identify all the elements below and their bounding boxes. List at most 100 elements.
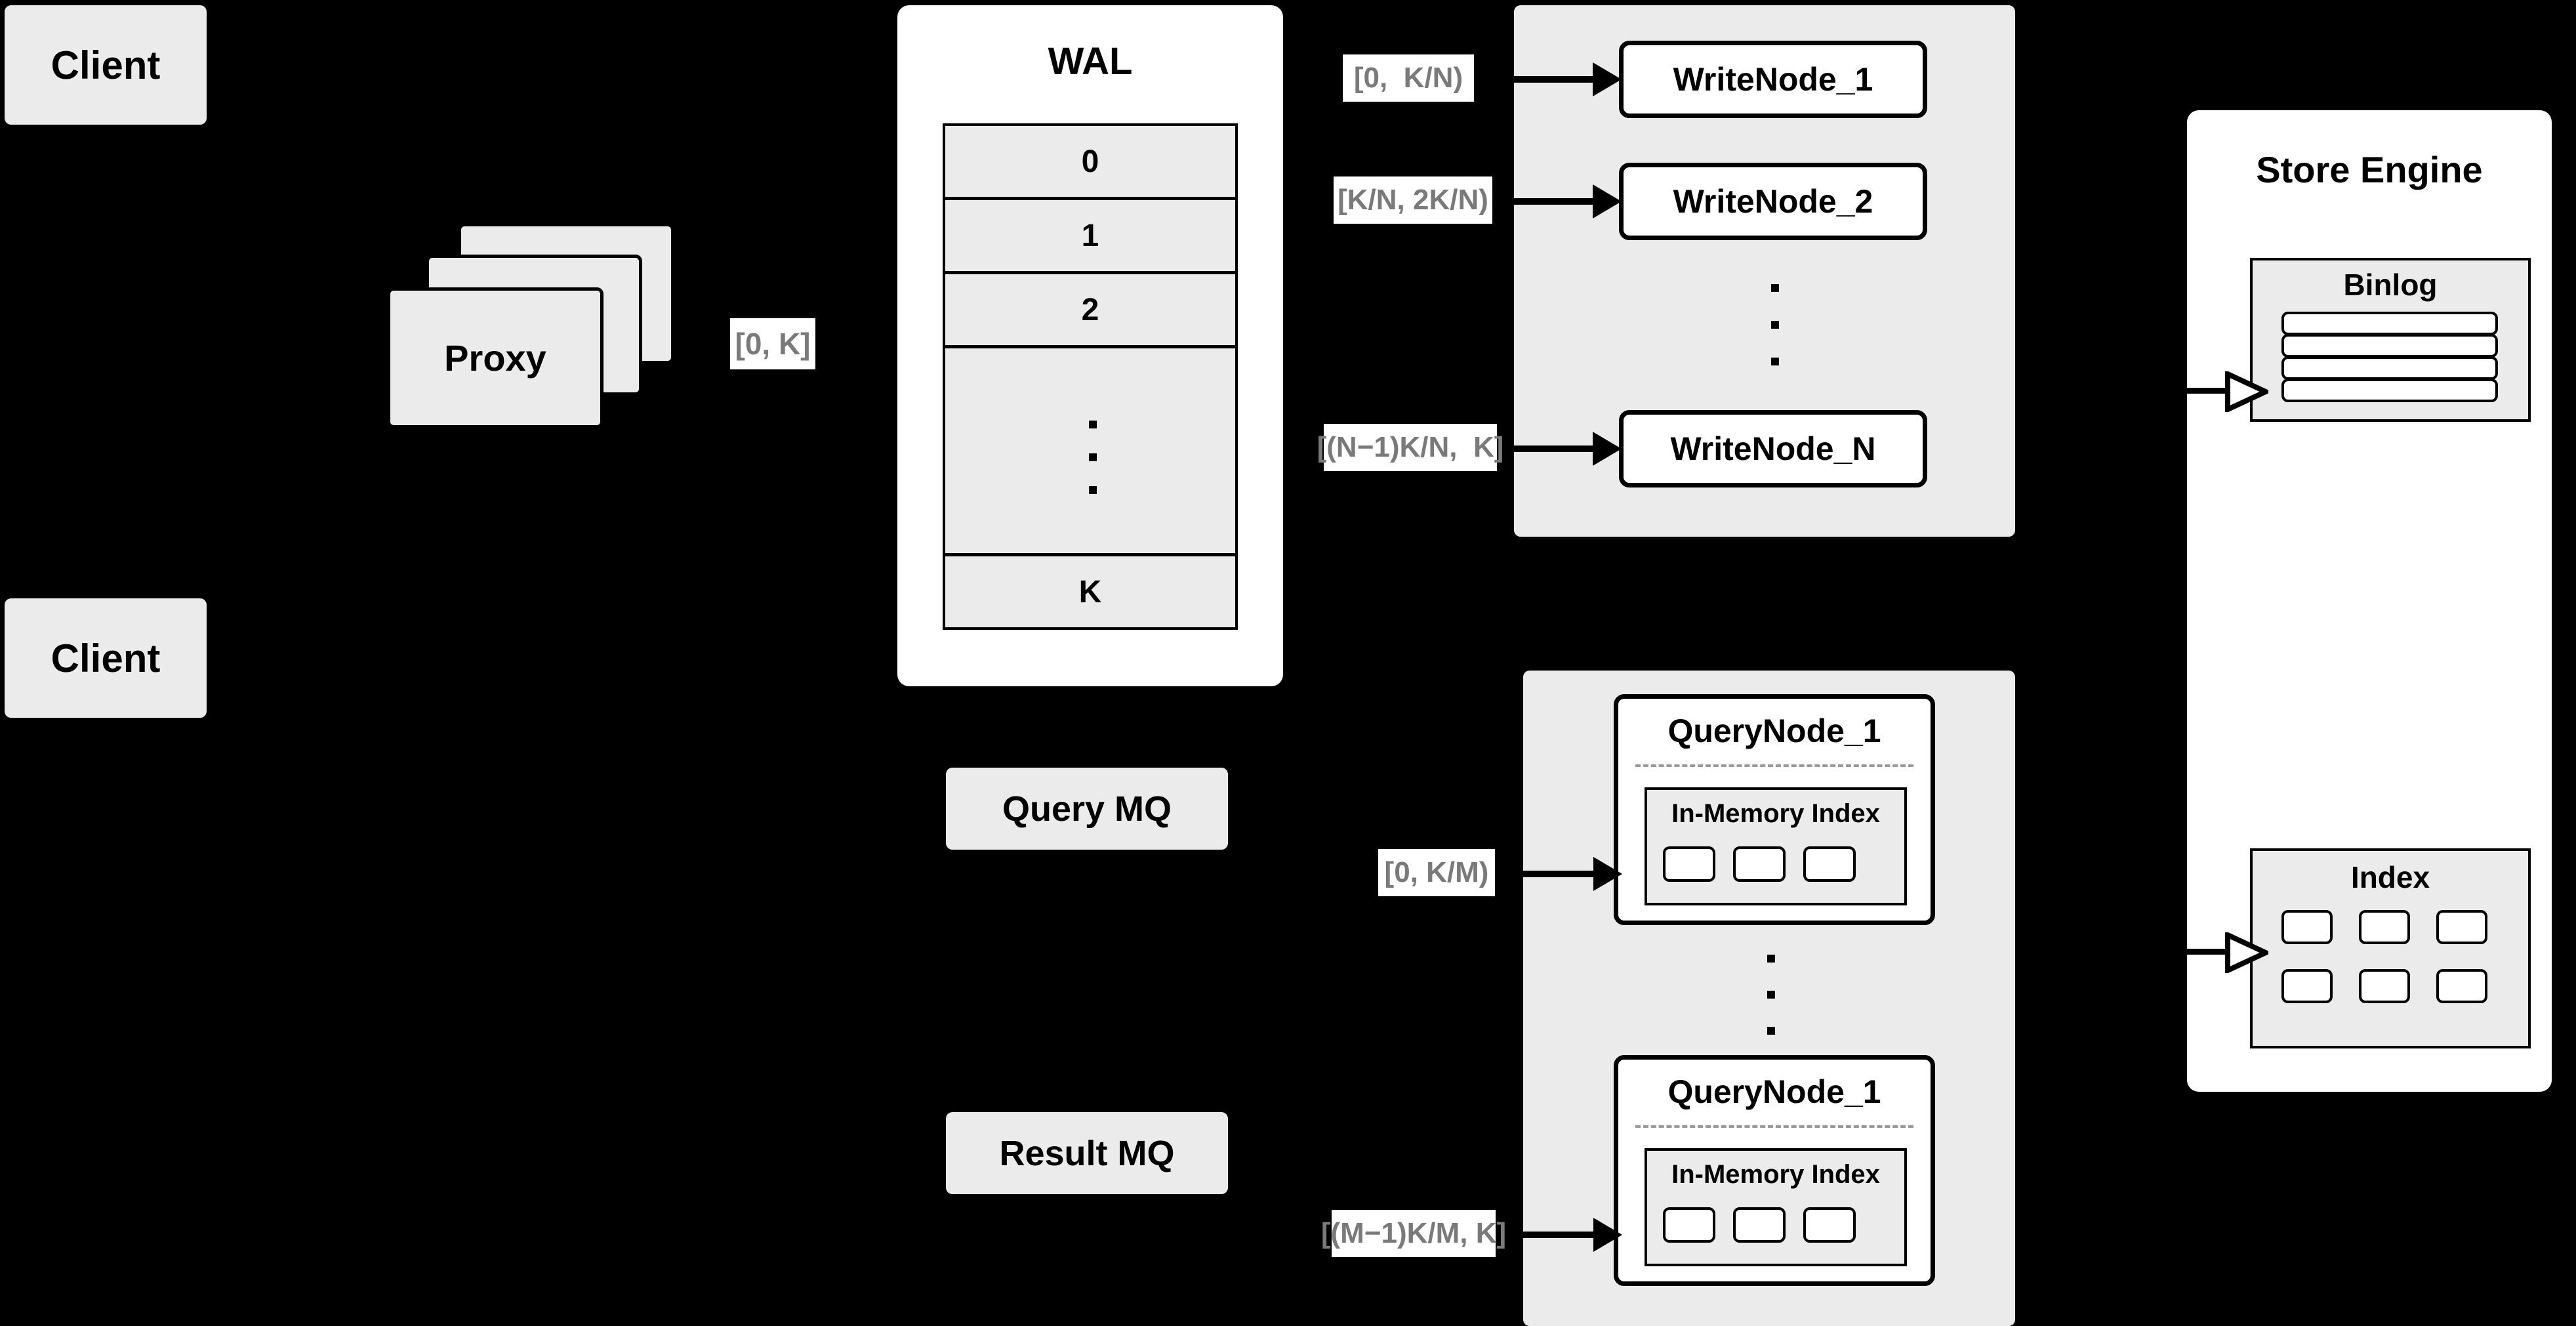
query-node-m-index-cell-2[interactable] bbox=[1733, 1207, 1786, 1243]
query-node-1[interactable]: QueryNode_1 In-Memory Index bbox=[1614, 694, 1935, 925]
wal-entry-0-label: 0 bbox=[1081, 144, 1099, 179]
wal-entry-0[interactable]: 0 bbox=[943, 123, 1238, 199]
arrow-line-query-node-m bbox=[1523, 1232, 1597, 1238]
arrow-head-query-node-m bbox=[1593, 1218, 1622, 1252]
result-mq-box[interactable]: Result MQ bbox=[946, 1112, 1228, 1194]
binlog-row-4[interactable] bbox=[2281, 379, 2498, 402]
arrow-line-write-node-n bbox=[1514, 445, 1596, 452]
store-engine-title-text: Store Engine bbox=[2256, 148, 2483, 190]
client-label-2: Client bbox=[51, 636, 161, 680]
edge-label-query-node-m-text: [(M−1)K/M, K] bbox=[1320, 1217, 1507, 1249]
binlog-row-2[interactable] bbox=[2281, 334, 2498, 358]
edge-label-write-node-2-text: [K/N, 2K/N) bbox=[1338, 184, 1488, 216]
arrow-line-write-node-2 bbox=[1514, 198, 1596, 205]
store-engine-panel: Store Engine Binlog Index bbox=[2187, 110, 2552, 1092]
write-group-ellipsis-dot-3 bbox=[1771, 358, 1779, 365]
write-node-2-label: WriteNode_2 bbox=[1673, 183, 1873, 220]
write-group-ellipsis-dot-2 bbox=[1771, 321, 1779, 329]
edge-label-query-node-m: [(M−1)K/M, K] bbox=[1321, 1210, 1506, 1257]
index-title-text: Index bbox=[2350, 860, 2430, 894]
write-node-n[interactable]: WriteNode_N bbox=[1619, 410, 1927, 487]
query-node-1-title-text: QueryNode_1 bbox=[1667, 713, 1881, 749]
query-node-1-index-cell-3[interactable] bbox=[1803, 846, 1856, 882]
arrow-line-to-index bbox=[2187, 949, 2233, 955]
wal-entry-ellipsis bbox=[943, 346, 1238, 556]
client-box-1[interactable]: Client bbox=[5, 5, 207, 125]
index-cell-1[interactable] bbox=[2281, 910, 2333, 944]
write-group-ellipsis-dot-1 bbox=[1771, 284, 1779, 292]
wal-entry-1-label: 1 bbox=[1081, 218, 1099, 253]
query-node-m-title: QueryNode_1 bbox=[1618, 1071, 1931, 1112]
result-mq-label: Result MQ bbox=[999, 1133, 1175, 1173]
edge-label-write-node-1: [0, K/N) bbox=[1343, 54, 1474, 102]
edge-label-write-node-n: [(N−1)K/N, K] bbox=[1317, 424, 1503, 471]
wal-title-text: WAL bbox=[1048, 39, 1133, 83]
wal-panel: WAL 0 1 2 K bbox=[897, 5, 1283, 686]
index-cell-3[interactable] bbox=[2436, 910, 2487, 944]
arrow-line-to-binlog bbox=[2187, 388, 2233, 394]
wal-ellipsis-dot-3 bbox=[1089, 486, 1097, 494]
arrow-head-to-index bbox=[2225, 932, 2268, 973]
arrow-head-write-node-2 bbox=[1593, 184, 1622, 218]
edge-label-write-node-n-text: [(N−1)K/N, K] bbox=[1317, 431, 1504, 463]
arrow-line-query-node-1 bbox=[1523, 871, 1597, 877]
wal-entry-1[interactable]: 1 bbox=[943, 197, 1238, 274]
index-cell-5[interactable] bbox=[2359, 969, 2410, 1003]
query-group-ellipsis-dot-1 bbox=[1767, 955, 1775, 963]
binlog-title-text: Binlog bbox=[2343, 268, 2438, 302]
query-node-1-title: QueryNode_1 bbox=[1618, 711, 1931, 751]
index-title: Index bbox=[2253, 858, 2528, 897]
index-cell-2[interactable] bbox=[2359, 910, 2410, 944]
arrow-head-query-node-1 bbox=[1593, 857, 1622, 891]
query-node-1-inmemory-index-title: In-Memory Index bbox=[1647, 797, 1904, 831]
binlog-title: Binlog bbox=[2253, 266, 2528, 304]
client-box-2[interactable]: Client bbox=[5, 598, 207, 718]
binlog-row-1[interactable] bbox=[2281, 312, 2498, 335]
query-node-m-index-cell-3[interactable] bbox=[1803, 1207, 1856, 1243]
proxy-stack[interactable]: Proxy bbox=[380, 217, 682, 433]
index-cell-6[interactable] bbox=[2436, 969, 2487, 1003]
query-node-1-index-cell-2[interactable] bbox=[1733, 846, 1786, 882]
edge-label-write-node-1-text: [0, K/N) bbox=[1353, 62, 1463, 94]
arrow-line-write-node-1 bbox=[1514, 76, 1596, 83]
query-node-m-inmemory-index-title-text: In-Memory Index bbox=[1671, 1159, 1880, 1189]
wal-entry-2[interactable]: 2 bbox=[943, 272, 1238, 348]
query-mq-box[interactable]: Query MQ bbox=[946, 768, 1228, 850]
write-node-2[interactable]: WriteNode_2 bbox=[1619, 163, 1927, 240]
binlog-row-3[interactable] bbox=[2281, 356, 2498, 380]
binlog-box: Binlog bbox=[2250, 258, 2531, 422]
query-mq-label: Query MQ bbox=[1002, 789, 1172, 829]
query-node-m-title-text: QueryNode_1 bbox=[1667, 1073, 1881, 1110]
write-node-1[interactable]: WriteNode_1 bbox=[1619, 41, 1927, 118]
edge-label-query-node-1-text: [0, K/M) bbox=[1384, 856, 1489, 888]
proxy-card-front[interactable]: Proxy bbox=[387, 287, 603, 428]
query-node-1-inmemory-index: In-Memory Index bbox=[1645, 787, 1907, 905]
query-node-m-divider bbox=[1635, 1125, 1913, 1128]
proxy-label: Proxy bbox=[444, 337, 546, 379]
write-node-1-label: WriteNode_1 bbox=[1673, 61, 1873, 98]
wal-title: WAL bbox=[897, 38, 1283, 84]
wal-entry-k-label: K bbox=[1078, 574, 1102, 610]
edge-label-write-node-2: [K/N, 2K/N) bbox=[1334, 176, 1492, 224]
query-node-1-index-cell-1[interactable] bbox=[1663, 846, 1715, 882]
wal-entry-k[interactable]: K bbox=[943, 554, 1238, 630]
wal-ellipsis-dot-2 bbox=[1089, 453, 1097, 461]
store-engine-title: Store Engine bbox=[2187, 146, 2552, 192]
query-node-m[interactable]: QueryNode_1 In-Memory Index bbox=[1614, 1055, 1935, 1286]
index-cell-4[interactable] bbox=[2281, 969, 2333, 1003]
index-box: Index bbox=[2250, 848, 2531, 1048]
query-node-m-inmemory-index: In-Memory Index bbox=[1645, 1148, 1907, 1266]
query-node-m-index-cell-1[interactable] bbox=[1663, 1207, 1715, 1243]
edge-label-proxy-to-wal: [0, K] bbox=[730, 318, 815, 369]
arrow-head-to-binlog bbox=[2225, 371, 2268, 412]
query-node-m-inmemory-index-title: In-Memory Index bbox=[1647, 1157, 1904, 1191]
wal-ellipsis-dot-1 bbox=[1089, 421, 1097, 428]
arrow-head-write-node-n bbox=[1593, 432, 1622, 466]
query-group-ellipsis-dot-3 bbox=[1767, 1027, 1775, 1035]
arrow-head-write-node-1 bbox=[1593, 62, 1622, 96]
client-label-1: Client bbox=[51, 43, 161, 87]
wal-entry-2-label: 2 bbox=[1081, 292, 1099, 327]
query-group-ellipsis-dot-2 bbox=[1767, 991, 1775, 999]
edge-label-proxy-to-wal-text: [0, K] bbox=[735, 327, 811, 361]
